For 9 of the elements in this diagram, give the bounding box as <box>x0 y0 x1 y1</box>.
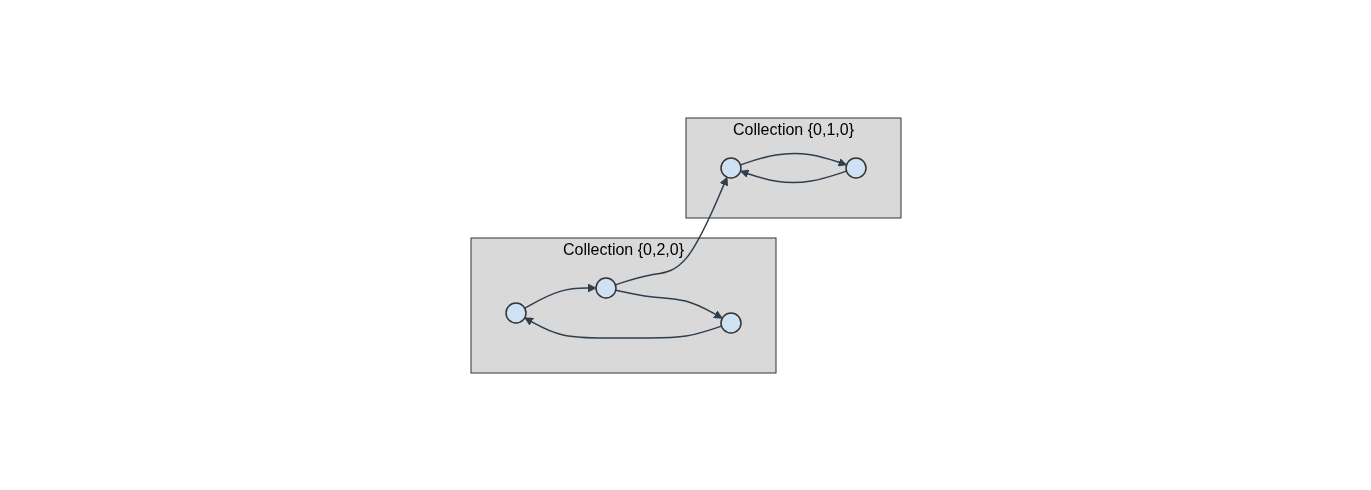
arrow <box>739 169 847 183</box>
cluster: Collection {0,2,0} <box>470 237 776 373</box>
node-circle <box>719 156 742 179</box>
node-circle <box>719 311 742 334</box>
node-circle <box>504 301 527 324</box>
node-circle <box>594 276 617 299</box>
node-circle <box>844 156 867 179</box>
cluster: Collection {0,1,0} <box>685 117 901 218</box>
arrow <box>523 316 722 339</box>
